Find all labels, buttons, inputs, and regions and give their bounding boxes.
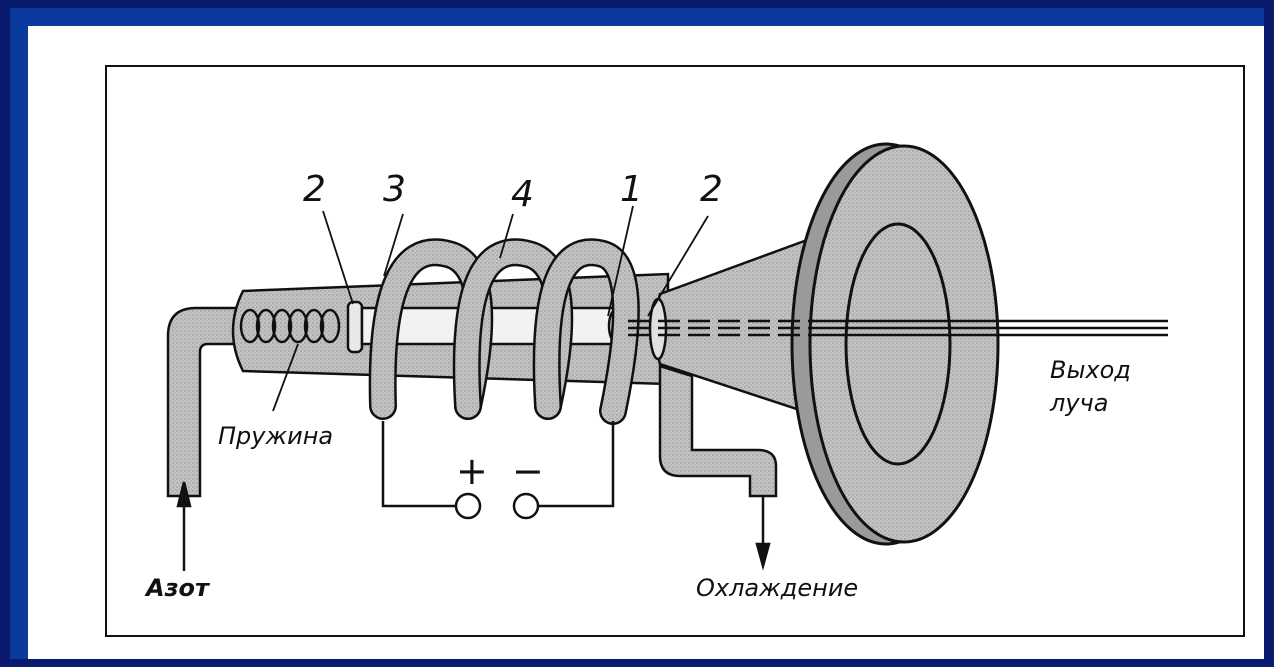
nitrogen-arrow — [176, 481, 192, 571]
spring-coils — [239, 308, 341, 344]
label-3: 3 — [383, 169, 406, 210]
label-nitrogen: Азот — [144, 574, 211, 602]
cooling-arrow — [755, 496, 771, 571]
plus-sign: + — [456, 449, 488, 493]
leader-lines — [272, 205, 709, 412]
label-spring: Пружина — [218, 422, 333, 450]
nitrogen-inlet-pipe — [166, 306, 245, 498]
label-cooling: Охлаждение — [696, 574, 858, 602]
cooling-outlet-pipe — [658, 364, 778, 498]
label-beam-line2: луча — [1049, 389, 1108, 417]
power-circuit — [381, 421, 615, 520]
diagram-canvas: 2 3 4 1 2 Пружина Азот Охлаждение Выход … — [28, 26, 1264, 659]
slide-frame: 2 3 4 1 2 Пружина Азот Охлаждение Выход … — [10, 8, 1264, 659]
label-4: 4 — [511, 174, 534, 215]
diagram-border — [105, 65, 1245, 637]
label-2-left: 2 — [303, 169, 326, 210]
flash-lamp-coil — [368, 238, 640, 425]
laser-beam-output — [823, 319, 1168, 337]
output-lens — [790, 142, 1000, 546]
label-1: 1 — [620, 169, 643, 210]
left-mirror — [346, 300, 364, 354]
minus-sign: − — [512, 449, 544, 493]
laser-diagram: 2 3 4 1 2 Пружина Азот Охлаждение Выход … — [105, 65, 1245, 637]
label-2-right: 2 — [700, 169, 723, 210]
laser-beam-inner — [628, 319, 823, 337]
label-beam-line1: Выход — [1050, 356, 1131, 384]
